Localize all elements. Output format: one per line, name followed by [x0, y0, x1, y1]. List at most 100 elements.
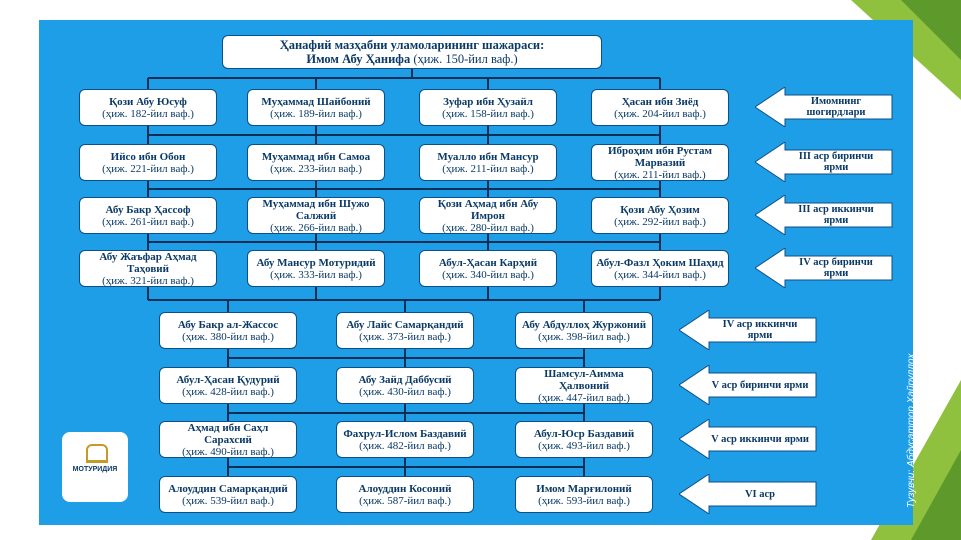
arrow-shape: [755, 87, 893, 127]
period-label: V аср биринчи ярми: [711, 379, 809, 391]
scholar-date: (ҳиж. 333-йил ваф.): [270, 268, 362, 281]
arrow-shape: [679, 474, 817, 514]
scholar-date: (ҳиж. 266-йил ваф.): [270, 221, 362, 234]
scholar-name: Абу Лайс Самарқандий: [346, 318, 464, 331]
scholar-date: (ҳиж. 482-йил ваф.): [359, 439, 451, 452]
scholar-name: Муҳаммад ибн Самоа: [261, 150, 371, 163]
title-root-date: (ҳиж. 150-йил ваф.): [410, 52, 518, 66]
scholar-date: (ҳиж. 490-йил ваф.): [182, 445, 274, 458]
scholar-box: Ҳасан ибн Зиёд(ҳиж. 204-йил ваф.): [591, 89, 729, 126]
scholar-box: Қози Абу Ҳозим(ҳиж. 292-йил ваф.): [591, 197, 729, 234]
scholar-name: Аҳмад ибн Саҳл Сарахсий: [187, 421, 269, 446]
scholar-box: Абу Бакр Ҳассоф(ҳиж. 261-йил ваф.): [79, 197, 217, 234]
period-label: VI аср: [744, 488, 776, 500]
scholar-box: Абу Мансур Мотуридий(ҳиж. 333-йил ваф.): [247, 250, 385, 287]
period-label: IV аср биринчи ярми: [799, 257, 873, 279]
scholar-box: Абу Бакр ал-Жассос(ҳиж. 380-йил ваф.): [159, 312, 297, 349]
scholar-date: (ҳиж. 344-йил ваф.): [614, 268, 706, 281]
scholar-date: (ҳиж. 261-йил ваф.): [102, 215, 194, 228]
scholar-date: (ҳиж. 321-йил ваф.): [102, 274, 194, 287]
moturidiya-logo: МОТУРИДИЯ: [62, 432, 128, 502]
scholar-box: Абул-Юср Баздавий(ҳиж. 493-йил ваф.): [515, 421, 653, 458]
scholar-name: Абу Бакр ал-Жассос: [177, 318, 279, 331]
scholar-box: Муҳаммад Шайбоний(ҳиж. 189-йил ваф.): [247, 89, 385, 126]
arrow-shape: [755, 195, 893, 235]
arrow-shape: [755, 142, 893, 182]
scholar-box: Абу Абдуллоҳ Журжоний(ҳиж. 398-йил ваф.): [515, 312, 653, 349]
period-label: Имомнинг шогирдлари: [806, 96, 866, 118]
arrow-shape: [679, 419, 817, 459]
arrow-shape: [679, 310, 817, 350]
scholar-name: Абул-Фазл Ҳоким Шаҳид: [596, 256, 724, 269]
scholar-box: Абу Жаъфар Аҳмад Таҳовий(ҳиж. 321-йил ва…: [79, 250, 217, 287]
scholar-name: Қози Абу Ҳозим: [620, 203, 700, 216]
scholar-box: Шамсул-Аимма Ҳалвоний(ҳиж. 447-йил ваф.): [515, 367, 653, 404]
period-arrow: IV аср иккинчи ярми: [679, 310, 817, 350]
scholar-name: Абул-Юср Баздавий: [533, 427, 635, 440]
scholar-name: Муалло ибн Мансур: [437, 150, 539, 163]
scholar-box: Муалло ибн Мансур(ҳиж. 211-йил ваф.): [419, 144, 557, 181]
scholar-box: Иброҳим ибн Рустам Марвазий(ҳиж. 211-йил…: [591, 144, 729, 181]
scholar-date: (ҳиж. 233-йил ваф.): [270, 162, 362, 175]
period-arrow: III аср иккинчи ярми: [755, 195, 893, 235]
scholar-box: Ийсо ибн Обон(ҳиж. 221-йил ваф.): [79, 144, 217, 181]
scholar-name: Иброҳим ибн Рустам Марвазий: [608, 144, 712, 169]
title-root-name: Имом Абу Ҳанифа: [306, 52, 411, 66]
period-label: V аср иккинчи ярми: [711, 433, 809, 445]
scholar-box: Фахрул-Ислом Баздавий(ҳиж. 482-йил ваф.): [336, 421, 474, 458]
scholar-date: (ҳиж. 493-йил ваф.): [538, 439, 630, 452]
corner-decoration-bottom-dark: [911, 450, 961, 540]
title-line-1: Ҳанафий мазҳабни уламоларининг шажараси:: [279, 38, 545, 52]
scholar-date: (ҳиж. 189-йил ваф.): [270, 107, 362, 120]
book-icon: [86, 444, 108, 463]
scholar-date: (ҳиж. 593-йил ваф.): [538, 494, 630, 507]
scholar-name: Зуфар ибн Ҳузайл: [443, 95, 533, 108]
scholar-box: Қози Аҳмад ибн Абу Имрон(ҳиж. 280-йил ва…: [419, 197, 557, 234]
scholar-name: Абул-Ҳасан Карҳий: [438, 256, 538, 269]
scholar-name: Ийсо ибн Обон: [110, 150, 186, 163]
arrow-shape: [679, 365, 817, 405]
scholar-name: Фахрул-Ислом Баздавий: [343, 427, 467, 440]
scholar-date: (ҳиж. 587-йил ваф.): [359, 494, 451, 507]
connector-lines: [147, 69, 661, 476]
period-arrow: V аср биринчи ярми: [679, 365, 817, 405]
scholar-date: (ҳиж. 447-йил ваф.): [538, 391, 630, 404]
diagram-panel: Ҳанафий мазҳабни уламоларининг шажараси:…: [39, 20, 913, 525]
scholar-date: (ҳиж. 182-йил ваф.): [102, 107, 194, 120]
scholar-name: Абул-Ҳасан Қудурий: [176, 373, 280, 386]
scholar-box: Абу Зайд Даббусий(ҳиж. 430-йил ваф.): [336, 367, 474, 404]
scholar-box: Абул-Ҳасан Карҳий(ҳиж. 340-йил ваф.): [419, 250, 557, 287]
scholar-name: Қози Абу Юсуф: [109, 95, 187, 108]
scholar-date: (ҳиж. 373-йил ваф.): [359, 330, 451, 343]
scholar-date: (ҳиж. 428-йил ваф.): [182, 385, 274, 398]
scholar-box: Зуфар ибн Ҳузайл(ҳиж. 158-йил ваф.): [419, 89, 557, 126]
scholar-box: Муҳаммад ибн Шужо Салжий(ҳиж. 266-йил ва…: [247, 197, 385, 234]
period-arrow: IV аср биринчи ярми: [755, 248, 893, 288]
scholar-date: (ҳиж. 211-йил ваф.): [442, 162, 534, 175]
scholar-name: Алоуддин Косоний: [358, 482, 452, 495]
period-arrow: V аср иккинчи ярми: [679, 419, 817, 459]
scholar-box: Имом Марғилоний(ҳиж. 593-йил ваф.): [515, 476, 653, 513]
scholar-box: Қози Абу Юсуф(ҳиж. 182-йил ваф.): [79, 89, 217, 126]
scholar-name: Абу Зайд Даббусий: [358, 373, 452, 386]
scholar-name: Алоуддин Самарқандий: [168, 482, 288, 495]
scholar-box: Аҳмад ибн Саҳл Сарахсий(ҳиж. 490-йил ваф…: [159, 421, 297, 458]
scholar-name: Шамсул-Аимма Ҳалвоний: [544, 367, 624, 392]
scholar-name: Муҳаммад Шайбоний: [261, 95, 371, 108]
scholar-date: (ҳиж. 292-йил ваф.): [614, 215, 706, 228]
scholar-name: Абу Бакр Ҳассоф: [105, 203, 191, 216]
period-arrow: Имомнинг шогирдлари: [755, 87, 893, 127]
scholar-name: Абу Абдуллоҳ Журжоний: [521, 318, 647, 331]
arrow-shape: [755, 248, 893, 288]
scholar-name: Ҳасан ибн Зиёд: [621, 95, 699, 108]
scholar-name: Имом Марғилоний: [536, 482, 632, 495]
scholar-box: Алоуддин Самарқандий(ҳиж. 539-йил ваф.): [159, 476, 297, 513]
scholar-box: Абул-Фазл Ҳоким Шаҳид(ҳиж. 344-йил ваф.): [591, 250, 729, 287]
scholar-date: (ҳиж. 280-йил ваф.): [442, 221, 534, 234]
scholar-box: Муҳаммад ибн Самоа(ҳиж. 233-йил ваф.): [247, 144, 385, 181]
scholar-date: (ҳиж. 158-йил ваф.): [442, 107, 534, 120]
period-label: III аср иккинчи ярми: [798, 204, 874, 226]
scholar-name: Абу Жаъфар Аҳмад Таҳовий: [99, 250, 197, 275]
period-arrow: III аср биринчи ярми: [755, 142, 893, 182]
logo-text: МОТУРИДИЯ: [72, 466, 118, 473]
